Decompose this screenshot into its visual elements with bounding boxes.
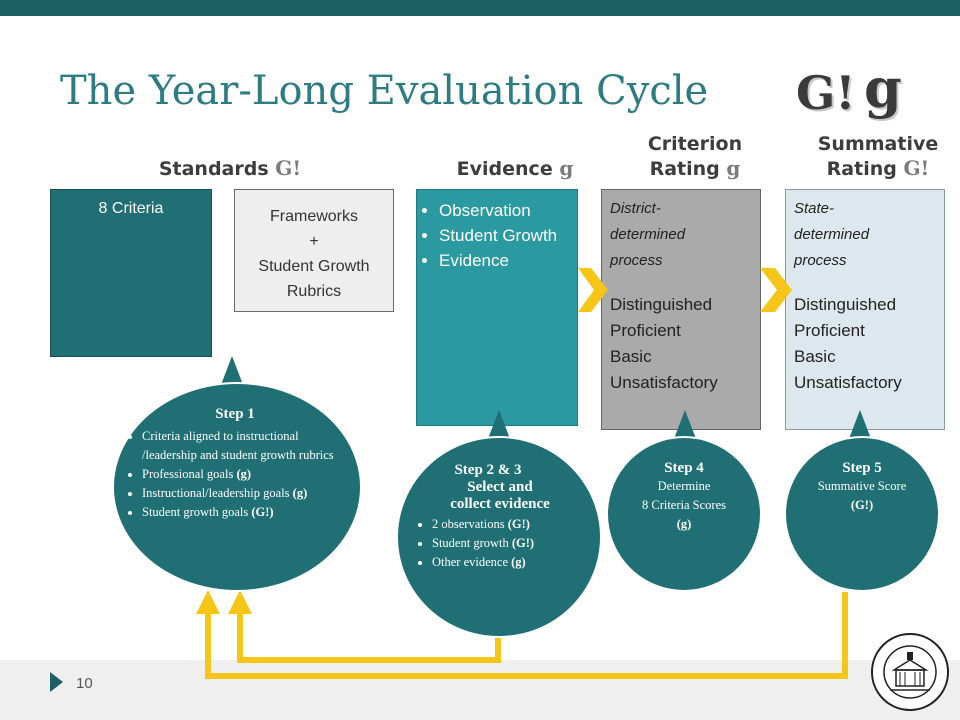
summative-rating-label: Rating: [826, 158, 897, 180]
step23-item: 2 observations (G!): [432, 515, 590, 534]
criterion-rating-label: Rating: [649, 158, 720, 180]
frameworks-box: Frameworks + Student Growth Rubrics: [234, 189, 394, 312]
step5-line: Summative Score: [817, 479, 907, 493]
step5-bubble: Step 5 Summative Score (G!): [784, 436, 940, 592]
standards-header: Standards G!: [150, 156, 310, 181]
summative-mark: G!: [903, 156, 930, 180]
summative-rating-header: Summative Rating G!: [798, 132, 958, 181]
rating-level: Unsatisfactory: [794, 373, 902, 392]
evidence-item: Observation: [439, 198, 573, 223]
step1-item: Criteria aligned to instructional /leade…: [142, 427, 342, 465]
step4-bubble: Step 4 Determine 8 Criteria Scores (g): [606, 436, 762, 592]
step5-mark: (G!): [850, 498, 874, 512]
step1-item: Instructional/leadership goals (g): [142, 484, 342, 503]
evidence-label: Evidence: [456, 158, 553, 180]
rating-level: Proficient: [794, 321, 865, 340]
step1-item: Professional goals (g): [142, 465, 342, 484]
standards-mark: G!: [275, 156, 302, 180]
evidence-header: Evidence g: [440, 156, 590, 181]
criterion-label: Criterion: [647, 133, 743, 155]
step4-line: 8 Criteria Scores: [641, 498, 726, 512]
rating-level: Basic: [610, 347, 652, 366]
district-process-line: process: [610, 252, 663, 269]
frameworks-line: Frameworks: [269, 208, 358, 225]
frameworks-line: Student Growth: [258, 258, 370, 275]
page-number: 10: [76, 675, 93, 692]
criteria-box: 8 Criteria: [50, 189, 212, 357]
g-bang-logo: G!: [796, 66, 856, 120]
arrow-up-icon: [228, 590, 252, 614]
footer-bar: [0, 660, 960, 720]
state-box: State- determined process Distinguished …: [785, 189, 945, 430]
evidence-mark: g: [559, 156, 574, 180]
rating-level: Distinguished: [794, 295, 897, 314]
step5-title: Step 5: [842, 460, 882, 476]
frameworks-line: Rubrics: [286, 283, 342, 300]
district-process-line: District-: [610, 200, 661, 217]
step4-title: Step 4: [664, 460, 704, 476]
step23-item: Other evidence (g): [432, 553, 590, 572]
rating-level: Unsatisfactory: [610, 373, 718, 392]
play-icon: [50, 672, 63, 692]
state-seal-icon: [871, 633, 949, 711]
criterion-mark: g: [726, 156, 741, 180]
step1-item: Student growth goals (G!): [142, 503, 342, 522]
state-process-line: process: [794, 252, 847, 269]
evidence-box: Observation Student Growth Evidence: [416, 189, 578, 426]
page-title: The Year-Long Evaluation Cycle: [60, 68, 709, 114]
evidence-item: Evidence: [439, 248, 573, 273]
frameworks-plus: +: [309, 233, 319, 250]
step23-bubble: Step 2 & 3 Select and collect evidence 2…: [396, 436, 602, 638]
criteria-label: 8 Criteria: [98, 200, 164, 217]
rating-level: Basic: [794, 347, 836, 366]
step1-bubble: Step 1 Criteria aligned to instructional…: [112, 382, 362, 592]
g-logo: g: [864, 56, 902, 120]
evidence-item: Student Growth: [439, 223, 573, 248]
district-process-line: determined: [610, 226, 686, 243]
step23-title: Step 2 & 3 Select and collect evidence: [450, 462, 550, 512]
top-bar: [0, 0, 960, 16]
state-process-line: determined: [794, 226, 870, 243]
step4-line: Determine: [657, 479, 711, 493]
step23-item: Student growth (G!): [432, 534, 590, 553]
district-box: District- determined process Distinguish…: [601, 189, 761, 430]
step4-mark: (g): [676, 517, 692, 531]
arrow-up-icon: [196, 590, 220, 614]
criterion-rating-header: Criterion Rating g: [620, 132, 770, 181]
step1-title: Step 1: [215, 406, 255, 422]
summative-label: Summative: [817, 133, 939, 155]
rating-level: Proficient: [610, 321, 681, 340]
state-process-line: State-: [794, 200, 835, 217]
standards-label: Standards: [158, 158, 269, 180]
rating-level: Distinguished: [610, 295, 713, 314]
